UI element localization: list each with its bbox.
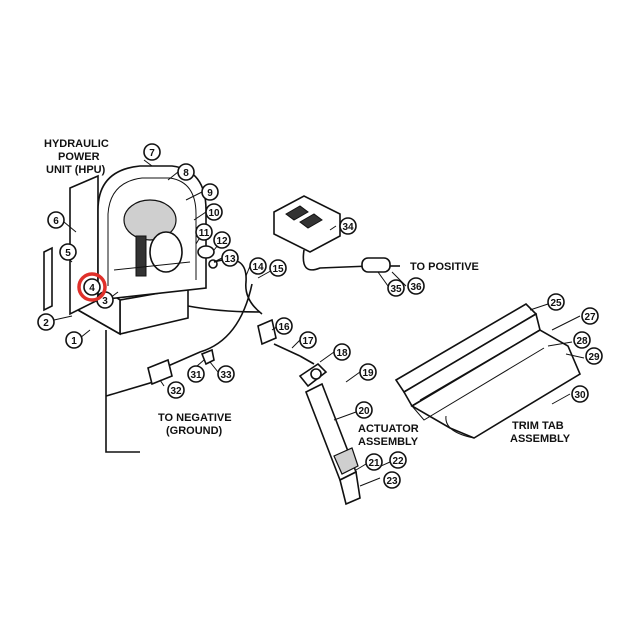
callout-8-number: 8 (183, 168, 189, 179)
callout-17-number: 17 (302, 336, 314, 347)
callout-36-number: 36 (410, 282, 422, 293)
callout-30[interactable]: 30 (571, 385, 589, 403)
callout-28[interactable]: 28 (573, 331, 591, 349)
callout-21-number: 21 (368, 458, 380, 469)
callout-14[interactable]: 14 (249, 257, 267, 275)
callout-11-number: 11 (199, 228, 210, 239)
callout-18[interactable]: 18 (333, 343, 351, 361)
actuator-label-line2: ASSEMBLY (358, 436, 419, 448)
to-positive-label: TO POSITIVE (410, 261, 479, 273)
callout-10[interactable]: 10 (205, 203, 223, 221)
hpu-label-line1: HYDRAULIC (44, 138, 109, 150)
callout-17[interactable]: 17 (299, 331, 317, 349)
callout-35-number: 35 (390, 284, 402, 295)
callout-8[interactable]: 8 (177, 163, 195, 181)
callout-27[interactable]: 27 (581, 307, 599, 325)
callout-2[interactable]: 2 (37, 313, 55, 331)
callout-29[interactable]: 29 (585, 347, 603, 365)
callout-9[interactable]: 9 (201, 183, 219, 201)
callout-27-number: 27 (584, 312, 596, 323)
trimtab-label-line2: ASSEMBLY (510, 433, 571, 445)
callout-18-number: 18 (336, 348, 348, 359)
callout-4-number: 4 (89, 283, 95, 294)
callout-28-number: 28 (576, 336, 588, 347)
callout-33-number: 33 (220, 370, 232, 381)
rocker-switch-panel[interactable] (273, 195, 371, 271)
callout-31-number: 31 (190, 370, 202, 381)
callout-16-number: 16 (278, 322, 290, 333)
callout-1[interactable]: 1 (65, 331, 83, 349)
callout-36[interactable]: 36 (407, 277, 425, 295)
callout-10-number: 10 (208, 208, 220, 219)
callout-34[interactable]: 34 (339, 217, 357, 235)
callout-23-number: 23 (386, 476, 398, 487)
leader-lines (53, 159, 585, 487)
callout-1-number: 1 (71, 336, 77, 347)
callout-19-number: 19 (362, 368, 374, 379)
callout-25[interactable]: 25 (547, 293, 565, 311)
callout-3[interactable]: 3 (96, 291, 114, 309)
callout-20[interactable]: 20 (355, 401, 373, 419)
callout-3-number: 3 (102, 296, 108, 307)
callout-25-number: 25 (550, 298, 562, 309)
callout-22-number: 22 (392, 456, 404, 467)
callout-32[interactable]: 32 (167, 381, 185, 399)
callout-4[interactable]: 4 (77, 272, 107, 302)
callout-35[interactable]: 35 (387, 279, 405, 297)
callout-9-number: 9 (207, 188, 213, 199)
callout-32-number: 32 (170, 386, 182, 397)
to-negative-label-line1: TO NEGATIVE (158, 412, 232, 424)
callout-30-number: 30 (574, 390, 586, 401)
callout-14-number: 14 (252, 262, 264, 273)
callout-5-number: 5 (65, 248, 71, 259)
callout-12[interactable]: 12 (213, 231, 231, 249)
callout-15-number: 15 (272, 264, 284, 275)
trim-tab-assembly[interactable] (394, 302, 582, 439)
trimtab-label-line1: TRIM TAB (512, 420, 564, 432)
actuator-assembly[interactable] (298, 362, 361, 506)
callout-13-number: 13 (224, 254, 236, 265)
callout-20-number: 20 (358, 406, 370, 417)
callout-2-number: 2 (43, 318, 49, 329)
callout-33[interactable]: 33 (217, 365, 235, 383)
wiring-harness (105, 257, 400, 397)
callout-7[interactable]: 7 (143, 143, 161, 161)
callout-12-number: 12 (216, 236, 228, 247)
callout-4-highlight-ring (77, 272, 107, 302)
callout-5[interactable]: 5 (59, 243, 77, 261)
callout-11[interactable]: 11 (195, 223, 213, 241)
callout-29-number: 29 (588, 352, 600, 363)
callout-31[interactable]: 31 (187, 365, 205, 383)
callout-22[interactable]: 22 (389, 451, 407, 469)
callout-23[interactable]: 23 (383, 471, 401, 489)
to-negative-label-line2: (GROUND) (166, 425, 223, 437)
callout-21[interactable]: 21 (365, 453, 383, 471)
hydraulic-fitting[interactable] (257, 318, 315, 365)
callout-6-number: 6 (53, 216, 59, 227)
callout-19[interactable]: 19 (359, 363, 377, 381)
callout-16[interactable]: 16 (275, 317, 293, 335)
callout-15[interactable]: 15 (269, 259, 287, 277)
callout-7-number: 7 (149, 148, 155, 159)
callout-6[interactable]: 6 (47, 211, 65, 229)
actuator-label-line1: ACTUATOR (358, 423, 419, 435)
callout-34-number: 34 (342, 222, 354, 233)
hydraulic-power-unit[interactable] (43, 165, 218, 453)
callout-13[interactable]: 13 (221, 249, 239, 267)
hpu-label-line3: UNIT (HPU) (46, 164, 106, 176)
hpu-label-line2: POWER (58, 151, 100, 163)
